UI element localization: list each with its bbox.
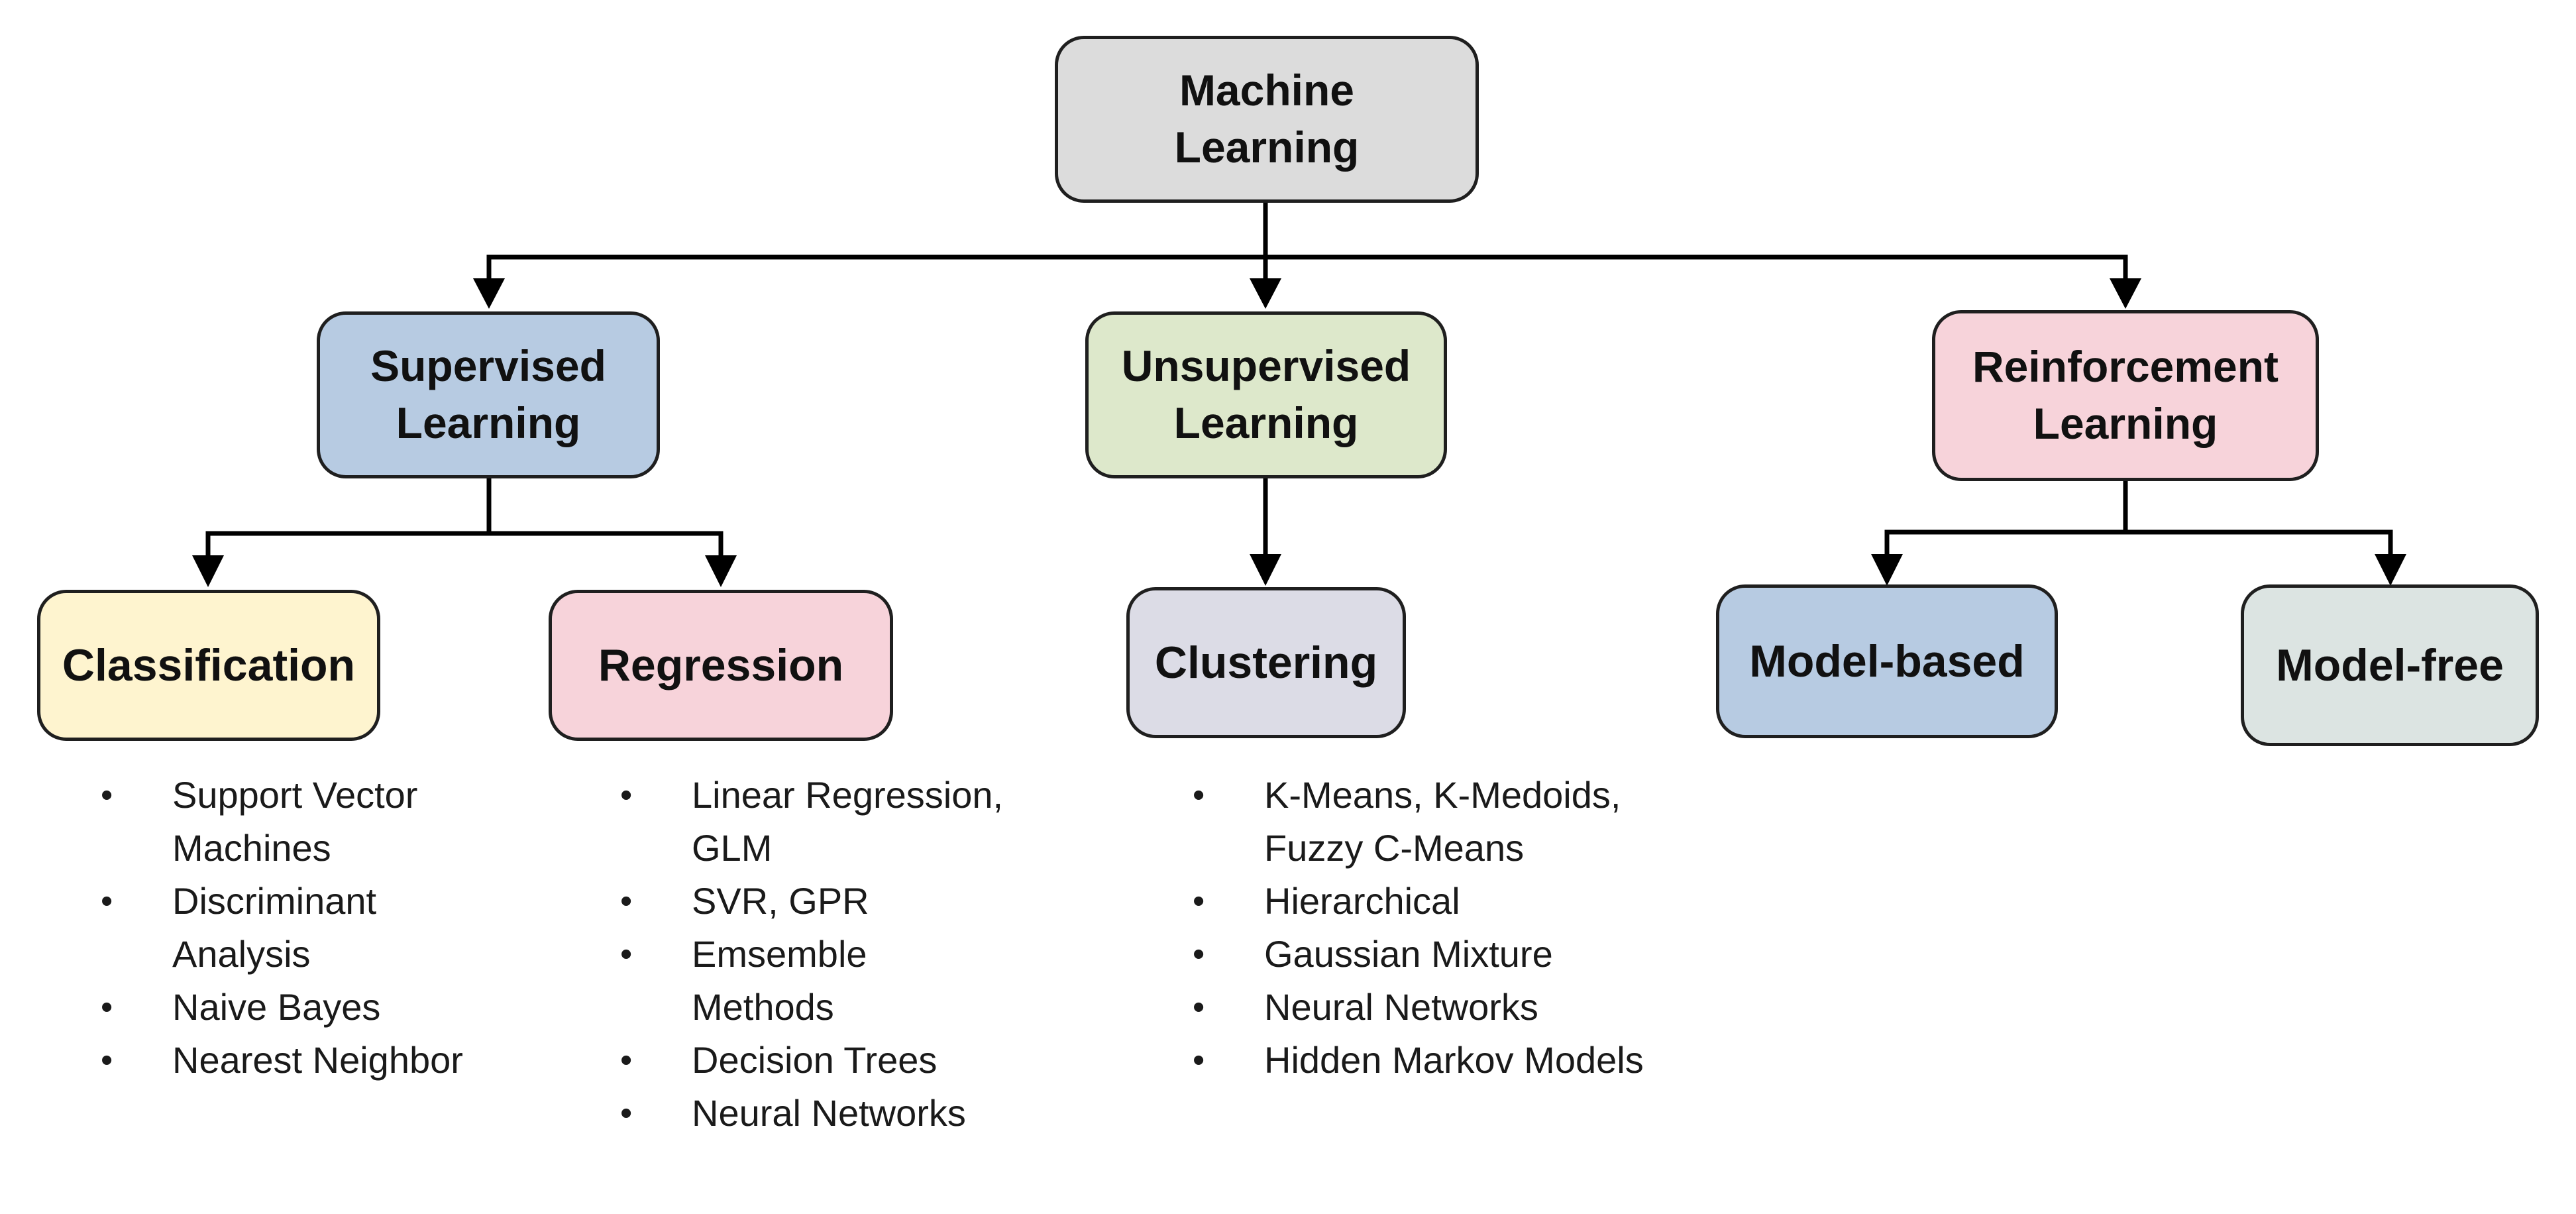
node-model-based: Model-based xyxy=(1716,584,2058,738)
node-regression-label: Regression xyxy=(598,639,844,690)
list-item: Naive Bayes xyxy=(101,981,472,1034)
node-classification: Classification xyxy=(37,590,380,741)
list-item: Neural Networks xyxy=(1193,981,1670,1034)
connector-root-to-reinforcement xyxy=(1265,254,2128,278)
node-clustering: Clustering xyxy=(1126,587,1406,738)
list-item: Discriminant Analysis xyxy=(101,875,472,981)
list-item: Hidden Markov Models xyxy=(1193,1034,1670,1087)
arrow-model-free xyxy=(2375,554,2406,586)
arrow-clustering xyxy=(1250,554,1281,586)
node-supervised-learning: Supervised Learning xyxy=(317,311,660,478)
connector-supervised-to-leaves xyxy=(205,531,724,555)
arrow-model-based xyxy=(1871,554,1903,586)
list-item: Support Vector Machines xyxy=(101,769,472,875)
node-reinforcement-learning: Reinforcement Learning xyxy=(1932,310,2319,481)
list-item: Decision Trees xyxy=(620,1034,1004,1087)
arrow-unsupervised-learning xyxy=(1250,278,1281,309)
node-classification-label: Classification xyxy=(62,639,356,690)
list-item: Neural Networks xyxy=(620,1087,1004,1140)
regression-methods-list: Linear Regression, GLM SVR, GPR Emsemble… xyxy=(620,769,1004,1140)
list-item: Hierarchical xyxy=(1193,875,1670,928)
node-reinforcement-learning-label: Reinforcement Learning xyxy=(1972,342,2279,448)
connector-reinforcement-to-leaves xyxy=(1884,529,2393,554)
arrow-regression xyxy=(705,555,737,587)
arrow-supervised-learning xyxy=(473,278,505,309)
list-item: K-Means, K-Medoids, Fuzzy C-Means xyxy=(1193,769,1670,875)
root-node-machine-learning: Machine Learning xyxy=(1055,36,1479,203)
node-model-free: Model-free xyxy=(2241,584,2539,746)
connector-root-to-supervised xyxy=(486,202,1268,278)
node-supervised-learning-label: Supervised Learning xyxy=(370,341,606,447)
clustering-methods-list: K-Means, K-Medoids, Fuzzy C-Means Hierar… xyxy=(1193,769,1670,1087)
root-node-label: Machine Learning xyxy=(1174,66,1360,172)
node-regression: Regression xyxy=(549,590,893,741)
list-item: Nearest Neighbor xyxy=(101,1034,472,1087)
list-item: Emsemble Methods xyxy=(620,928,1004,1034)
node-model-based-label: Model-based xyxy=(1749,635,2025,687)
node-model-free-label: Model-free xyxy=(2276,639,2504,690)
arrow-reinforcement-learning xyxy=(2110,278,2141,309)
list-item: Gaussian Mixture xyxy=(1193,928,1670,981)
node-clustering-label: Clustering xyxy=(1154,637,1378,688)
arrow-classification xyxy=(192,555,224,587)
node-unsupervised-learning-label: Unsupervised Learning xyxy=(1121,341,1411,447)
list-item: SVR, GPR xyxy=(620,875,1004,928)
list-item: Linear Regression, GLM xyxy=(620,769,1004,875)
node-unsupervised-learning: Unsupervised Learning xyxy=(1085,311,1447,478)
classification-methods-list: Support Vector Machines Discriminant Ana… xyxy=(101,769,472,1087)
